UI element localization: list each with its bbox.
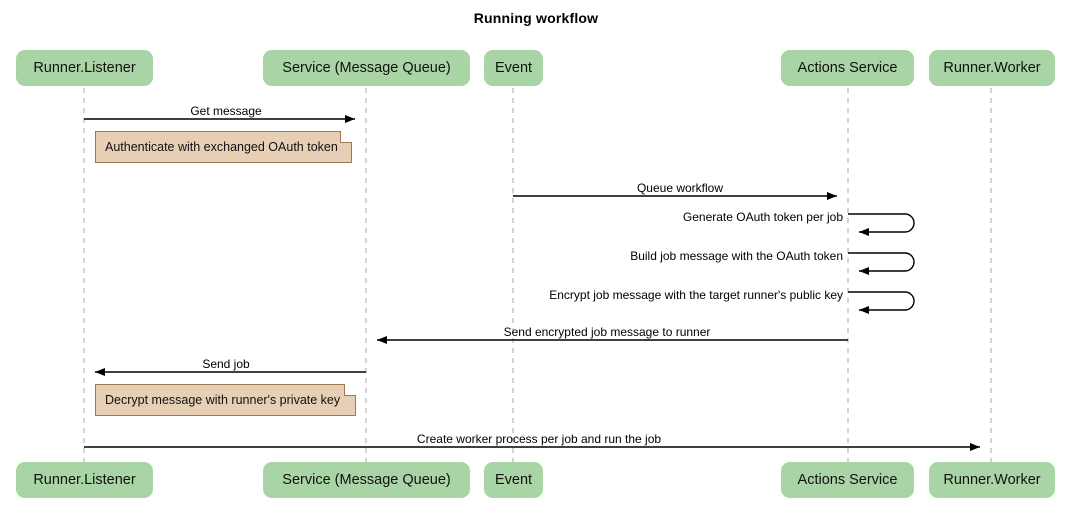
participant-service-message-queue-top[interactable]: Service (Message Queue)	[263, 50, 470, 86]
self-message-encrypt-job-message-with-the-target-runners-public-key[interactable]	[848, 291, 915, 314]
participant-actions-service-bottom[interactable]: Actions Service	[781, 462, 914, 498]
message-label-encrypt-job-message-with-the-target-runners-public-key: Encrypt job message with the target runn…	[549, 288, 843, 302]
participant-runner-worker-bottom[interactable]: Runner.Worker	[929, 462, 1055, 498]
message-arrows-group	[84, 115, 980, 451]
participant-runner-worker-top[interactable]: Runner.Worker	[929, 50, 1055, 86]
participant-label: Actions Service	[797, 60, 898, 76]
note-fold-corner-icon	[340, 131, 352, 143]
note-authenticate[interactable]: Authenticate with exchanged OAuth token	[95, 131, 352, 163]
participant-service-message-queue-bottom[interactable]: Service (Message Queue)	[263, 462, 470, 498]
participant-event-bottom[interactable]: Event	[484, 462, 543, 498]
participant-label: Service (Message Queue)	[282, 472, 451, 488]
message-label-build-job-message-with-the-oauth-token: Build job message with the OAuth token	[630, 249, 843, 263]
note-decrypt[interactable]: Decrypt message with runner's private ke…	[95, 384, 356, 416]
message-label-send-encrypted-job-message-to-runner: Send encrypted job message to runner	[503, 325, 711, 339]
message-label-create-worker-process-per-job-and-run-the-job: Create worker process per job and run th…	[416, 432, 662, 446]
lifelines-group	[83, 88, 992, 462]
message-label-get-message: Get message	[190, 104, 262, 118]
note-fold-corner-icon	[344, 384, 356, 396]
self-message-build-job-message-with-the-oauth-token[interactable]	[848, 252, 915, 275]
participant-actions-service-top[interactable]: Actions Service	[781, 50, 914, 86]
participant-label: Event	[494, 60, 533, 76]
self-message-generate-oauth-token-per-job[interactable]	[848, 213, 915, 236]
participant-runner-listener-bottom[interactable]: Runner.Listener	[16, 462, 153, 498]
participant-label: Runner.Worker	[943, 472, 1041, 488]
note-label: Authenticate with exchanged OAuth token	[105, 140, 338, 154]
participant-label: Runner.Worker	[943, 60, 1041, 76]
message-label-send-job: Send job	[202, 357, 250, 371]
participant-label: Event	[494, 472, 533, 488]
participant-label: Runner.Listener	[33, 60, 136, 76]
participant-event-top[interactable]: Event	[484, 50, 543, 86]
note-label: Decrypt message with runner's private ke…	[105, 393, 341, 407]
participant-label: Service (Message Queue)	[282, 60, 451, 76]
participant-label: Actions Service	[797, 472, 898, 488]
message-label-queue-workflow: Queue workflow	[636, 181, 724, 195]
participant-label: Runner.Listener	[33, 472, 136, 488]
page-title: Running workflow	[473, 10, 599, 26]
participant-runner-listener-top[interactable]: Runner.Listener	[16, 50, 153, 86]
message-label-generate-oauth-token-per-job: Generate OAuth token per job	[682, 210, 843, 224]
